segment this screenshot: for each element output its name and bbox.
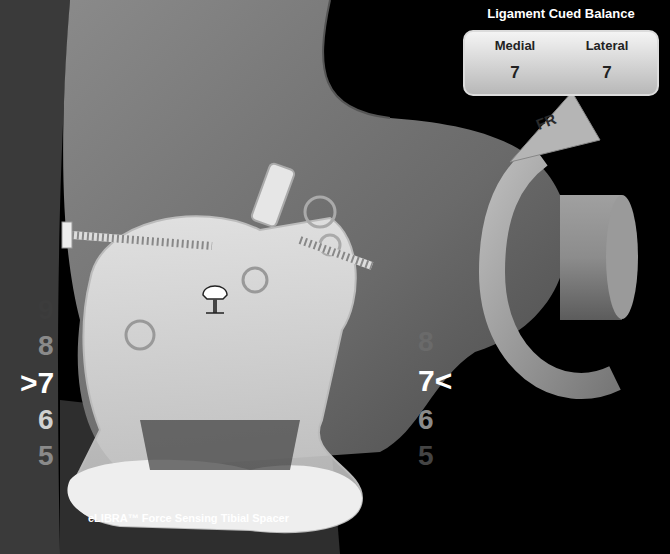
scale-number: >7 bbox=[20, 366, 54, 400]
femur-edge bbox=[323, 0, 390, 118]
rotation-arrow bbox=[492, 155, 615, 386]
screw bbox=[62, 222, 212, 248]
force-value: 7 bbox=[469, 63, 561, 88]
spacer-post bbox=[251, 162, 296, 227]
scale-number: 6 bbox=[38, 404, 54, 436]
scale-number: 9 bbox=[38, 294, 54, 326]
screw bbox=[300, 240, 372, 266]
scale-number: 6 bbox=[418, 404, 434, 436]
spacer-hole bbox=[305, 197, 335, 227]
tibia bbox=[0, 0, 70, 554]
implant-icon bbox=[203, 286, 227, 313]
balance-panel: Ligament Cued BalanceMedial7Lateral7 bbox=[455, 0, 667, 105]
side-name: Medial bbox=[469, 38, 561, 63]
rotation-arrowhead bbox=[510, 92, 600, 162]
spacer-window bbox=[140, 420, 300, 470]
force-value: 7 bbox=[561, 63, 653, 88]
panel-title: Ligament Cued Balance bbox=[455, 0, 667, 21]
scale-number: 5 bbox=[418, 440, 434, 472]
spacer-hole bbox=[126, 321, 154, 349]
scale-number: 5 bbox=[38, 440, 54, 472]
scale-number: 7< bbox=[418, 364, 452, 398]
balance-readout: Medial7Lateral7 bbox=[463, 30, 659, 96]
spacer-plate bbox=[67, 460, 362, 532]
scale-number: 8 bbox=[38, 330, 54, 362]
scale-number: 8 bbox=[418, 326, 434, 358]
side-name: Lateral bbox=[561, 38, 653, 63]
spacer-hole bbox=[243, 268, 267, 292]
axis-cylinder-end bbox=[606, 195, 638, 319]
product-caption: eLIBRA™ Force Sensing Tibial Spacer bbox=[88, 512, 289, 524]
